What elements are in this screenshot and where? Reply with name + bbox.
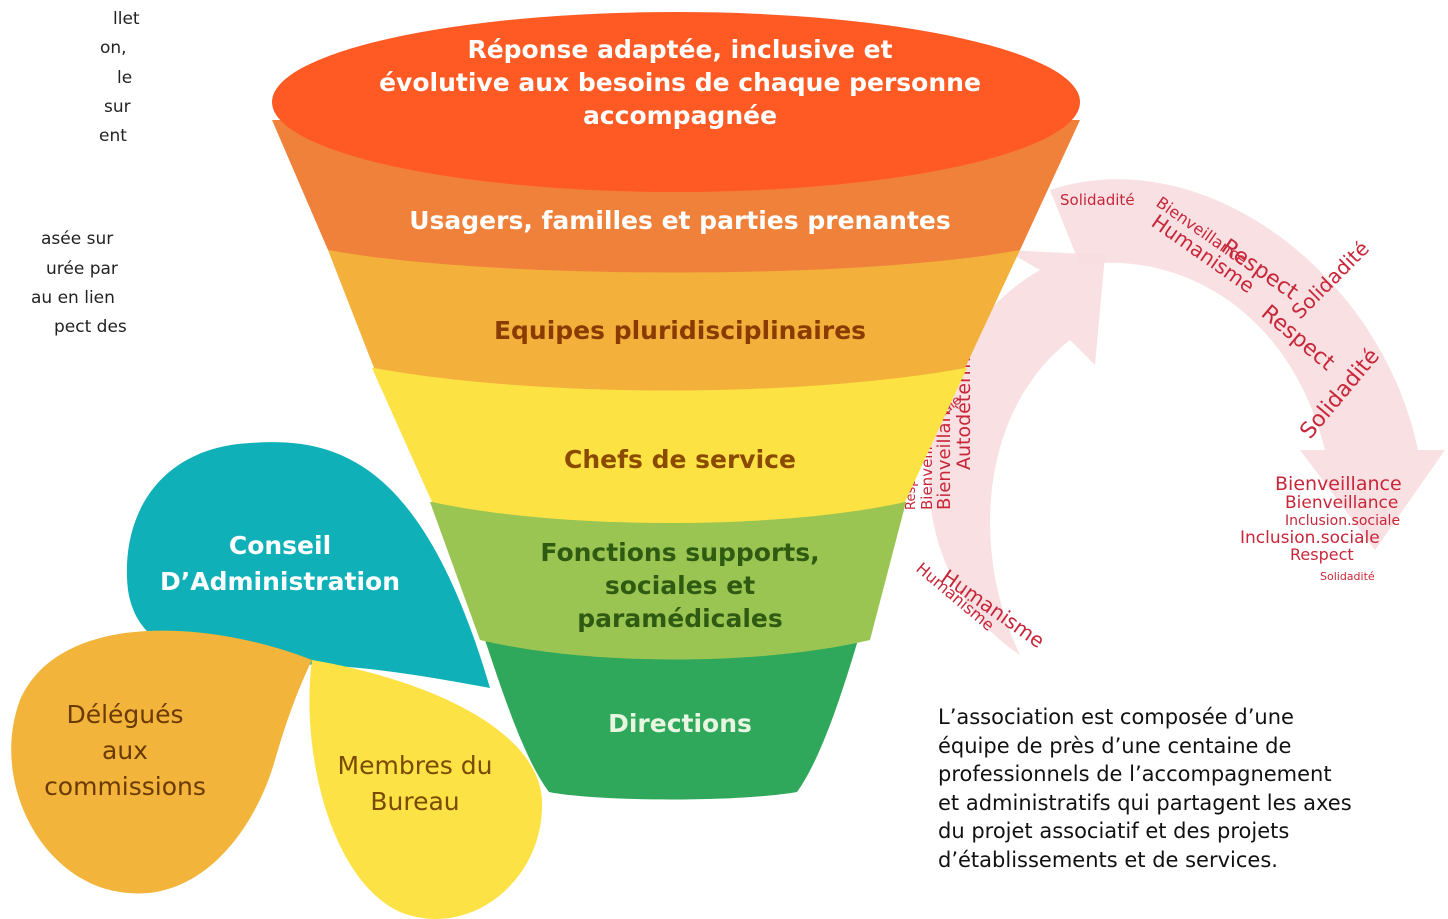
- left-fragment: urée par: [46, 259, 118, 279]
- petal-bureau-label: Membres du Bureau: [310, 748, 520, 820]
- left-fragment: le: [117, 68, 133, 88]
- word-cloud-word: Inclusion.sociale: [1285, 513, 1400, 529]
- word-cloud-word: Solidadité: [1320, 570, 1375, 583]
- left-fragment: sur: [104, 97, 131, 117]
- word-cloud-word: Bienveillance: [1275, 473, 1402, 495]
- left-fragment: asée sur: [41, 229, 114, 249]
- petal-label-line: Membres du: [337, 751, 493, 780]
- petal-delegues: [11, 630, 312, 894]
- left-fragment: ent: [99, 126, 127, 146]
- word-cloud-word: Inclusion.sociale: [1240, 528, 1380, 548]
- funnel-layer-directions: [485, 640, 858, 800]
- funnel-label-line: Fonctions supports,: [540, 538, 820, 567]
- petal-label-line: Conseil: [228, 531, 332, 560]
- left-fragment: llet: [113, 9, 140, 29]
- word-cloud-word: Bienveillance: [1285, 493, 1398, 513]
- funnel-layer-fonctions: [430, 502, 906, 660]
- word-cloud-word: Solidadité: [1060, 191, 1135, 209]
- association-paragraph: L’association est composée d’une équipe …: [938, 703, 1436, 874]
- paragraph-line: équipe de près d’une centaine de: [938, 733, 1292, 758]
- paragraph-line: L’association est composée d’une: [938, 705, 1294, 729]
- funnel-label-line: sociales et: [604, 571, 756, 600]
- funnel-label-line: évolutive aux besoins de chaque personne: [379, 68, 981, 97]
- funnel-layer-equipes: [328, 250, 1020, 391]
- petal-label-line: commissions: [44, 772, 206, 801]
- left-fragment: au en lien: [31, 288, 115, 308]
- petal-label-line: D’Administration: [160, 567, 401, 596]
- funnel-label-directions: Directions: [608, 709, 752, 738]
- left-fragment: on,: [100, 38, 127, 58]
- petal-label-line: aux: [102, 736, 148, 765]
- paragraph-line: professionnels de l’accompagnement: [938, 762, 1332, 786]
- funnel-label-fonctions: Fonctions supports, sociales et paramédi…: [300, 536, 1060, 635]
- petal-delegues-label: Délégués aux commissions: [20, 697, 230, 805]
- petal-bureau: [309, 660, 543, 919]
- funnel-label-chefs: Chefs de service: [564, 445, 796, 474]
- funnel-label-line: Réponse adaptée, inclusive et: [467, 35, 893, 64]
- paragraph-line: d’établissements et de services.: [938, 847, 1278, 872]
- funnel-label-equipes: Equipes pluridisciplinaires: [493, 316, 867, 345]
- funnel-label-line: accompagnée: [582, 101, 778, 130]
- petal-conseil-label: Conseil D’Administration: [160, 528, 400, 600]
- paragraph-line: et administratifs qui partagent les axes: [938, 790, 1352, 815]
- funnel-layer-chefs: [372, 368, 967, 523]
- word-cloud-arrow-shape: [1050, 179, 1445, 550]
- funnel-label-usagers: Usagers, familles et parties prenantes: [409, 206, 951, 235]
- funnel-label-line: paramédicales: [577, 604, 783, 633]
- petal-label-line: Délégués: [66, 700, 184, 729]
- funnel-label-reponse: Réponse adaptée, inclusive et évolutive …: [300, 33, 1060, 132]
- paragraph-line: du projet associatif et des projets: [938, 819, 1290, 843]
- word-cloud-word: Respect: [1290, 545, 1354, 564]
- petal-label-line: Bureau: [370, 787, 460, 816]
- left-fragment: pect des: [54, 317, 127, 337]
- petal-conseil: [126, 442, 490, 688]
- funnel-top-ellipse: [272, 12, 1080, 192]
